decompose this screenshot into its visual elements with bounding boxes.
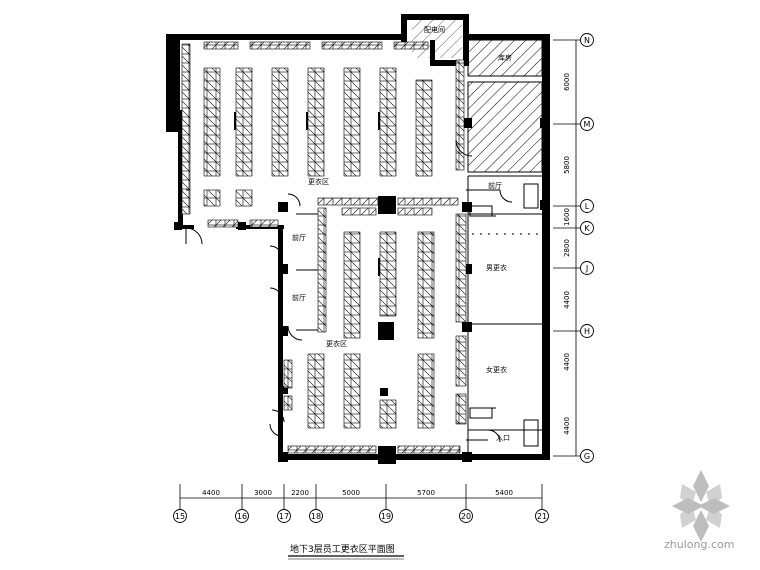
svg-text:K: K [584, 224, 590, 233]
drawing-title: 地下3层员工更衣区平面图 [288, 543, 404, 560]
room-label-top: 配电间 [424, 25, 445, 34]
room-label-locker-2: 更衣区 [326, 339, 347, 348]
room-label-corridor-2: 前厅 [292, 233, 306, 242]
room-label-storage: 库房 [498, 53, 512, 62]
grid-bottom-marker-15: 15 [173, 509, 187, 523]
grid-bottom-dim-4: 5700 [417, 489, 435, 497]
grid-right-dim-2: 1600 [563, 208, 571, 226]
room-labels: 配电间 库房 更衣区 更衣区 男更衣 女更衣 前厅 前厅 前厅 入口 [292, 25, 512, 442]
grid-right-dim-5: 4400 [563, 353, 571, 371]
grid-bottom-dim-5: 5400 [495, 489, 513, 497]
room-label-locker-1: 更衣区 [308, 177, 329, 186]
grid-right-marker-H: H [580, 324, 594, 338]
grid-right-marker-J: J [580, 261, 594, 275]
grid-right-dim-0: 6000 [563, 73, 571, 91]
svg-text:N: N [584, 36, 590, 45]
svg-text:J: J [585, 264, 588, 273]
room-label-entry: 入口 [496, 434, 510, 442]
lockers-upper-top-row [203, 41, 429, 50]
storage-room-hatch [412, 20, 543, 173]
svg-text:21: 21 [537, 512, 547, 521]
svg-text:L: L [585, 202, 590, 211]
grid-right-marker-N: N [580, 33, 594, 47]
grid-right-marker-M: M [580, 117, 594, 131]
grid-bottom-dim-1: 3000 [254, 489, 272, 497]
grid-bottom-marker-18: 18 [309, 509, 323, 523]
partitions [185, 75, 542, 460]
room-label-corridor-3: 前厅 [292, 293, 306, 302]
lockers-lower-block [283, 197, 467, 454]
grid-bottom-dim-3: 5000 [342, 489, 360, 497]
svg-text:18: 18 [311, 512, 321, 521]
watermark-text: zhulong.com [664, 538, 734, 551]
svg-text:15: 15 [175, 512, 185, 521]
room-label-corridor-1: 前厅 [488, 181, 502, 190]
grid-bottom: 4400 3000 2200 5000 5700 5400 15 16 17 1… [173, 484, 549, 523]
grid-right-marker-L: L [580, 199, 594, 213]
svg-text:H: H [584, 327, 590, 336]
grid-bottom-marker-19: 19 [379, 509, 393, 523]
room-label-female: 女更衣 [486, 365, 507, 374]
grid-right: N M L K J H G 6000 5800 1600 2800 44 [553, 33, 594, 463]
grid-bottom-marker-21: 21 [535, 509, 549, 523]
grid-right-dim-1: 5800 [563, 156, 571, 174]
grid-right-marker-G: G [580, 449, 594, 463]
grid-bottom-marker-20: 20 [459, 509, 473, 523]
grid-bottom-dim-2: 2200 [291, 489, 309, 497]
svg-text:地下3层员工更衣区平面图: 地下3层员工更衣区平面图 [290, 543, 395, 555]
svg-text:16: 16 [237, 512, 247, 521]
grid-bottom-dim-0: 4400 [202, 489, 220, 497]
watermark: zhulong.com [664, 470, 734, 551]
grid-bottom-marker-17: 17 [277, 509, 291, 523]
watermark-logo-icon [672, 470, 730, 542]
grid-right-dim-6: 4400 [563, 417, 571, 435]
lockers-upper-block [181, 43, 465, 228]
svg-text:19: 19 [381, 512, 391, 521]
svg-text:20: 20 [461, 512, 471, 521]
svg-text:17: 17 [279, 512, 289, 521]
room-label-male: 男更衣 [486, 263, 507, 272]
svg-text:G: G [584, 452, 590, 461]
svg-text:M: M [584, 120, 591, 129]
grid-right-dim-3: 2800 [563, 239, 571, 257]
grid-right-marker-K: K [580, 221, 594, 235]
grid-right-dim-4: 4400 [563, 291, 571, 309]
grid-bottom-marker-16: 16 [235, 509, 249, 523]
